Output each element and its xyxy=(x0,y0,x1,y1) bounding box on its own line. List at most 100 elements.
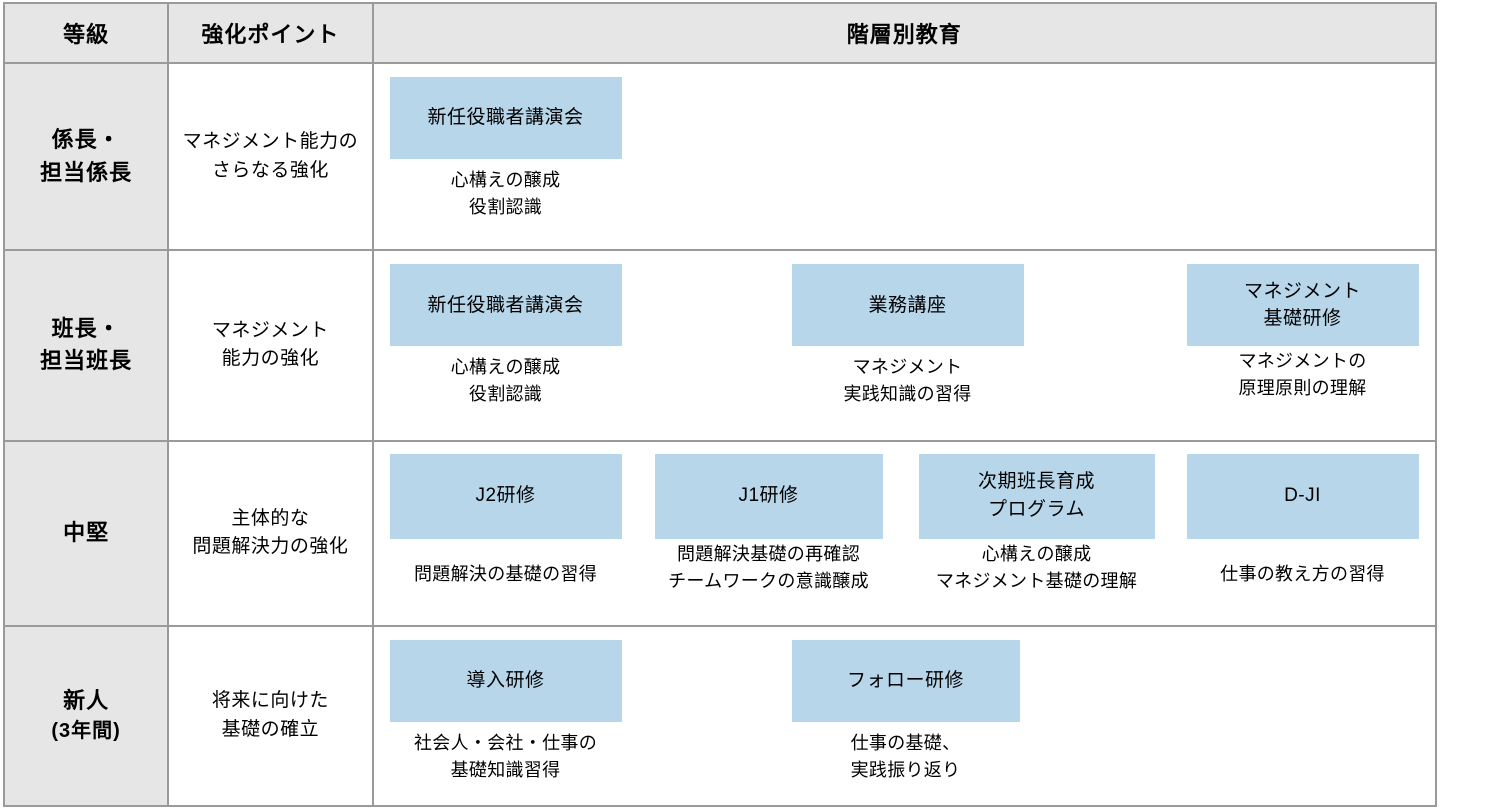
program-item[interactable]: J1研修 問題解決基礎の再確認 チームワークの意識醸成 xyxy=(654,453,883,595)
table-row: 係長・ 担当係長 マネジメント能力の さらなる強化 新任役職者講演会 xyxy=(2,62,1437,252)
program-caption: マネジメント 実践知識の習得 xyxy=(792,354,1024,408)
table-row: 新人 (3年間) 将来に向けた 基礎の確立 導入研修 社会人・会 xyxy=(2,624,1437,808)
program-item[interactable]: 業務講座 マネジメント 実践知識の習得 xyxy=(791,264,1024,408)
program-title-line1: J2研修 xyxy=(475,485,536,507)
program-caption: マネジメントの 原理原則の理解 xyxy=(1187,348,1419,402)
program-caption: 心構えの醸成 役割認識 xyxy=(390,167,622,221)
point-cell-row1: マネジメント能力の さらなる強化 xyxy=(167,62,374,252)
point-line1-row2: マネジメント xyxy=(211,319,329,341)
program-caption: 社会人・会社・仕事の 基礎知識習得 xyxy=(390,730,622,784)
program-cell-row1: 新任役職者講演会 心構えの醸成 役割認識 xyxy=(371,62,1437,252)
grade-cell-row1: 係長・ 担当係長 xyxy=(2,62,170,252)
grade-line1-row1: 係長・ xyxy=(51,127,121,153)
program-title-line1: D-JI xyxy=(1284,485,1321,507)
table-header-row: 等級 強化ポイント 階層別教育 xyxy=(2,1,1437,65)
program-caption-line2: 実践知識の習得 xyxy=(843,384,972,405)
program-item[interactable]: D-JI 仕事の教え方の習得 xyxy=(1186,453,1419,588)
training-matrix-table: 等級 強化ポイント 階層別教育 係長・ 担当係長 マネジメント能力の さらなる強… xyxy=(2,1,1437,808)
program-item[interactable]: フォロー研修 仕事の基礎、 実践振り返り xyxy=(791,639,1020,784)
program-item[interactable]: マネジメント 基礎研修 マネジメントの 原理原則の理解 xyxy=(1186,264,1419,402)
program-caption-line2: 役割認識 xyxy=(468,197,543,218)
point-line2-row3: 問題解決力の強化 xyxy=(192,536,349,558)
program-cell-row3: J2研修 問題解決の基礎の習得 J1研修 問題解決基礎の再確認 xyxy=(371,439,1437,627)
program-item[interactable]: 次期班長育成 プログラム 心構えの醸成 マネジメント基礎の理解 xyxy=(918,453,1155,595)
point-line2-row2: 能力の強化 xyxy=(221,348,320,370)
program-box[interactable]: 業務講座 xyxy=(791,264,1024,347)
grade-cell-row2: 班長・ 担当班長 xyxy=(2,249,170,442)
program-cell-row2: 新任役職者講演会 心構えの醸成 役割認識 業務講座 xyxy=(371,249,1437,442)
program-caption-line2: 基礎知識習得 xyxy=(450,759,561,780)
point-cell-row2: マネジメント 能力の強化 xyxy=(167,249,374,442)
program-box[interactable]: 次期班長育成 プログラム xyxy=(918,453,1155,539)
program-caption-line2: 役割認識 xyxy=(468,384,543,405)
program-caption: 仕事の教え方の習得 xyxy=(1187,561,1419,588)
program-box[interactable]: J2研修 xyxy=(389,453,622,539)
program-title-line1: 導入研修 xyxy=(466,669,545,691)
program-box[interactable]: 新任役職者講演会 xyxy=(389,77,622,160)
program-item[interactable]: 新任役職者講演会 心構えの醸成 役割認識 xyxy=(389,264,622,408)
program-caption-line2: マネジメント基礎の理解 xyxy=(935,570,1138,591)
program-cell-row4: 導入研修 社会人・会社・仕事の 基礎知識習得 フォロー研修 xyxy=(371,624,1437,808)
program-caption-line1: 問題解決基礎の再確認 xyxy=(677,543,860,564)
program-item[interactable]: 導入研修 社会人・会社・仕事の 基礎知識習得 xyxy=(389,639,622,784)
point-line2-row1: さらなる強化 xyxy=(211,159,329,181)
program-title-line2: 基礎研修 xyxy=(1263,308,1342,330)
program-title-line1: 新任役職者講演会 xyxy=(427,294,584,316)
grade-line1-row2: 班長・ xyxy=(51,315,121,341)
program-item[interactable]: J2研修 問題解決の基礎の習得 xyxy=(389,453,622,588)
header-label-program: 階層別教育 xyxy=(846,22,962,48)
grade-line2-row2: 担当班長 xyxy=(40,348,133,374)
grade-sub-row4: (3年間) xyxy=(51,720,121,743)
program-caption-line1: 心構えの醸成 xyxy=(450,357,561,378)
point-line2-row4: 基礎の確立 xyxy=(221,718,320,740)
point-cell-row3: 主体的な 問題解決力の強化 xyxy=(167,439,374,627)
program-caption-line2: チームワークの意識醸成 xyxy=(668,570,869,591)
grade-line2-row1: 担当係長 xyxy=(40,159,133,185)
program-title-line1: 次期班長育成 xyxy=(977,471,1095,493)
program-box[interactable]: D-JI xyxy=(1186,453,1419,539)
grade-cell-row4: 新人 (3年間) xyxy=(2,624,170,808)
program-caption-line1: 問題解決の基礎の習得 xyxy=(414,563,597,584)
header-cell-program: 階層別教育 xyxy=(371,1,1437,65)
grade-line1-row3: 中堅 xyxy=(63,519,110,545)
program-caption: 問題解決基礎の再確認 チームワークの意識醸成 xyxy=(655,541,883,595)
grade-cell-row3: 中堅 xyxy=(2,439,170,627)
grade-line1-row4: 新人 xyxy=(63,687,110,713)
program-caption-line1: 仕事の基礎、 xyxy=(850,732,961,753)
program-title-line1: 業務講座 xyxy=(868,294,947,316)
program-title-line2: プログラム xyxy=(988,499,1085,521)
table-row: 中堅 主体的な 問題解決力の強化 J2研修 問題解決の基礎の習得 xyxy=(2,439,1437,627)
program-box[interactable]: J1研修 xyxy=(654,453,883,539)
program-title-line1: J1研修 xyxy=(738,485,799,507)
program-caption: 仕事の基礎、 実践振り返り xyxy=(792,730,1020,784)
program-caption-line1: マネジメントの xyxy=(1238,351,1367,372)
program-box[interactable]: 新任役職者講演会 xyxy=(389,264,622,347)
program-item[interactable]: 新任役職者講演会 心構えの醸成 役割認識 xyxy=(389,77,622,221)
program-caption-line2: 実践振り返り xyxy=(850,759,961,780)
program-caption-line1: 仕事の教え方の習得 xyxy=(1220,563,1385,584)
program-caption: 問題解決の基礎の習得 xyxy=(390,561,622,588)
training-matrix-container: 等級 強化ポイント 階層別教育 係長・ 担当係長 マネジメント能力の さらなる強… xyxy=(2,1,1437,808)
program-box[interactable]: 導入研修 xyxy=(389,639,622,722)
program-box[interactable]: フォロー研修 xyxy=(791,639,1020,722)
program-title-line1: 新任役職者講演会 xyxy=(427,107,584,129)
header-label-grade: 等級 xyxy=(63,22,110,48)
program-caption-line1: マネジメント xyxy=(852,357,963,378)
program-caption: 心構えの醸成 マネジメント基礎の理解 xyxy=(919,541,1155,595)
program-caption-line1: 心構えの醸成 xyxy=(450,170,561,191)
table-row: 班長・ 担当班長 マネジメント 能力の強化 新任役職者講演会 心 xyxy=(2,249,1437,442)
program-caption: 心構えの醸成 役割認識 xyxy=(390,354,622,408)
point-line1-row3: 主体的な xyxy=(231,507,310,529)
header-cell-point: 強化ポイント xyxy=(167,1,374,65)
point-line1-row1: マネジメント能力の xyxy=(182,131,359,153)
header-cell-grade: 等級 xyxy=(2,1,170,65)
point-cell-row4: 将来に向けた 基礎の確立 xyxy=(167,624,374,808)
program-caption-line1: 心構えの醸成 xyxy=(981,543,1092,564)
program-title-line1: フォロー研修 xyxy=(846,669,964,691)
header-label-point: 強化ポイント xyxy=(201,22,340,48)
program-box[interactable]: マネジメント 基礎研修 xyxy=(1186,264,1419,347)
program-caption-line1: 社会人・会社・仕事の xyxy=(414,732,597,753)
point-line1-row4: 将来に向けた xyxy=(211,690,329,712)
program-caption-line2: 原理原則の理解 xyxy=(1238,378,1367,399)
program-title-line1: マネジメント xyxy=(1243,280,1361,302)
